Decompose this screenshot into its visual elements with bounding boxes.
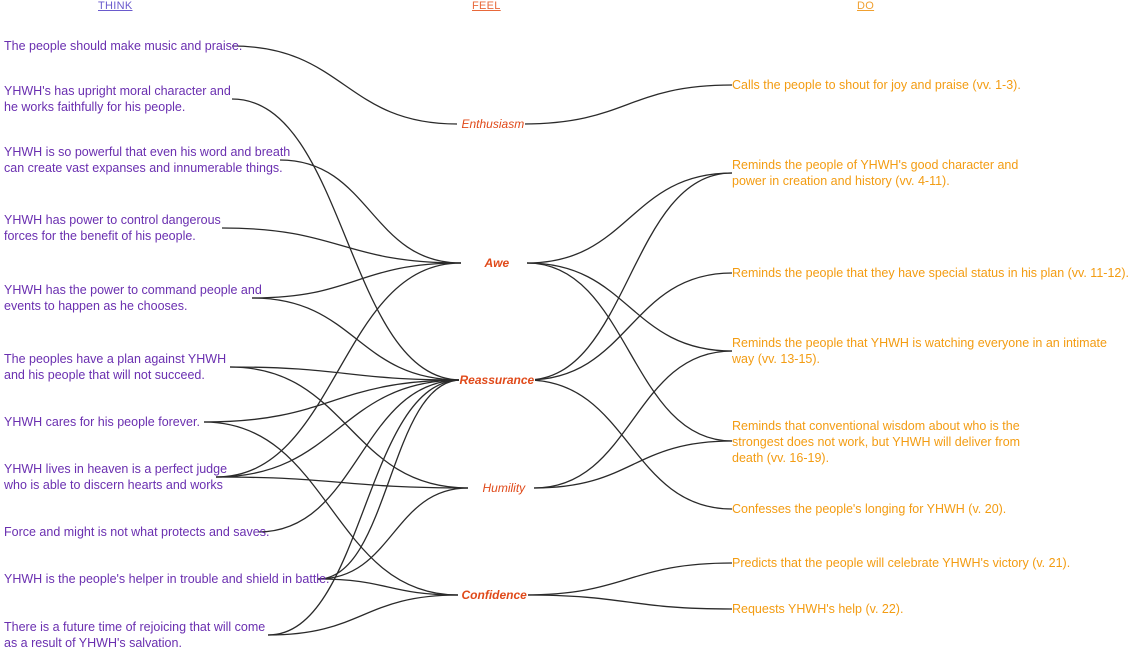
- think-item-1: The people should make music and praise.: [4, 39, 243, 53]
- link-confidence-to-do-7: [523, 562, 733, 596]
- link-think-11-to-confidence: [267, 594, 459, 636]
- link-humility-to-do-5: [533, 440, 733, 489]
- link-think-8-to-humility: [215, 476, 469, 489]
- feel-column-header: FEEL: [472, 0, 501, 12]
- link-think-8-to-awe: [215, 262, 462, 478]
- do-item-6: Confesses the people's longing for YHWH …: [732, 502, 1007, 516]
- link-think-6-to-humility: [229, 366, 469, 489]
- think-item-7: YHWH cares for his people forever.: [4, 415, 200, 429]
- think-item-5: YHWH has the power to command people and…: [4, 283, 262, 313]
- link-enthusiasm-to-do-1: [522, 84, 733, 125]
- do-item-2: Reminds the people of YHWH's good charac…: [732, 158, 1019, 188]
- link-think-9-to-reassurance: [257, 379, 462, 533]
- link-awe-to-do-4: [526, 262, 733, 352]
- link-think-7-to-confidence: [203, 421, 459, 596]
- link-think-8-to-reassurance: [215, 379, 462, 478]
- link-reassurance-to-do-2: [526, 172, 733, 381]
- link-humility-to-do-4: [533, 350, 733, 489]
- think-item-9: Force and might is not what protects and…: [4, 525, 270, 539]
- think-column-header: THINK: [98, 0, 133, 12]
- think-item-11: There is a future time of rejoicing that…: [4, 620, 266, 650]
- link-think-2-to-reassurance: [231, 98, 462, 381]
- feel-confidence: Confidence: [460, 588, 528, 602]
- link-think-10-to-reassurance: [317, 379, 462, 580]
- do-item-5: Reminds that conventional wisdom about w…: [732, 419, 1021, 465]
- do-column-header: DO: [857, 0, 875, 12]
- think-item-3: YHWH is so powerful that even his word a…: [4, 145, 291, 175]
- link-awe-to-do-5: [526, 262, 733, 442]
- do-item-4: Reminds the people that YHWH is watching…: [732, 336, 1107, 366]
- link-think-3-to-awe: [279, 159, 462, 264]
- do-item-1: Calls the people to shout for joy and pr…: [732, 78, 1021, 92]
- link-think-10-to-humility: [317, 487, 469, 580]
- link-reassurance-to-do-6: [526, 379, 733, 510]
- link-reassurance-to-do-3: [526, 272, 733, 381]
- link-think-6-to-reassurance: [229, 366, 462, 381]
- link-awe-to-do-2: [526, 172, 733, 264]
- feel-enthusiasm: Enthusiasm: [460, 117, 526, 131]
- link-think-1-to-enthusiasm: [231, 45, 458, 125]
- link-think-7-to-reassurance: [203, 379, 462, 423]
- link-think-11-to-reassurance: [267, 379, 462, 636]
- link-confidence-to-do-8: [523, 594, 733, 610]
- do-item-7: Predicts that the people will celebrate …: [732, 556, 1071, 570]
- link-think-5-to-awe: [251, 262, 462, 299]
- think-item-10: YHWH is the people's helper in trouble a…: [4, 572, 330, 586]
- do-item-8: Requests YHWH's help (v. 22).: [732, 602, 904, 616]
- link-think-10-to-confidence: [317, 578, 459, 596]
- link-think-4-to-awe: [221, 227, 462, 264]
- feel-awe: Awe: [483, 256, 511, 270]
- feel-reassurance: Reassurance: [458, 373, 536, 387]
- do-item-3: Reminds the people that they have specia…: [732, 266, 1129, 280]
- feel-humility: Humility: [481, 481, 527, 495]
